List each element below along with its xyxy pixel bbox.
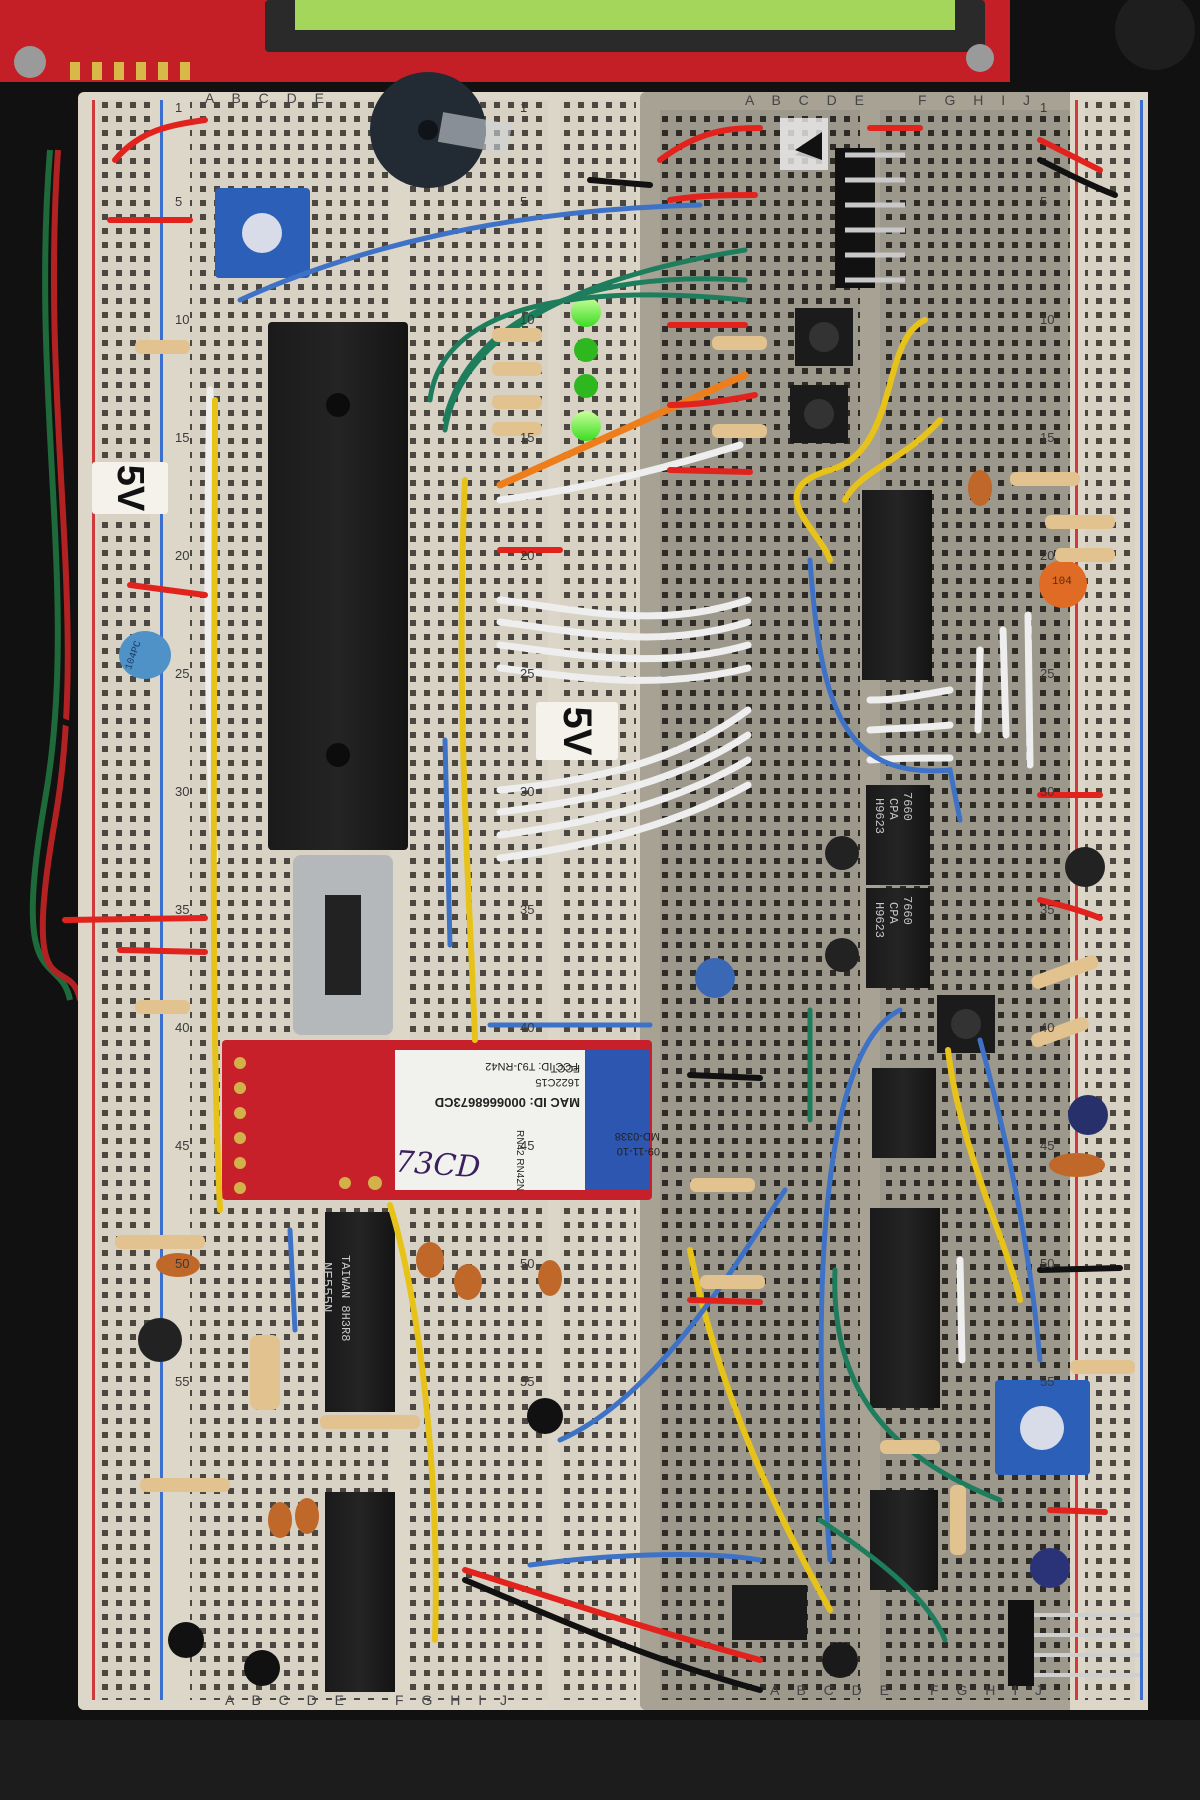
row-number-label: 10 [520,312,535,328]
transistor [822,1642,858,1678]
row-number-label: 55 [1040,1374,1055,1390]
column-letters-top-right: A B C D E [745,92,872,108]
ic-right-bottom [870,1490,938,1590]
blue-capacitor [119,631,171,679]
ic-7660-top-marking-1: 7660 [900,792,914,821]
ic-right-lower [870,1208,940,1408]
breadboard-center [548,92,648,1710]
row-number-label: 40 [175,1020,190,1036]
bluetooth-breakout [222,1040,652,1200]
ceramic-capacitor [1039,560,1087,608]
ne555-marking-2: NE555N [318,1262,334,1313]
bt-mac-id: MAC ID: 0006668673CD [434,1095,580,1110]
connector [732,1585,807,1640]
row-number-label: 35 [1040,902,1055,918]
row-number-label: 35 [520,902,535,918]
bt-date: 09-11-10 [616,1145,660,1157]
led-column [571,297,601,441]
row-number-label: 5 [520,194,528,210]
column-letters-bottom-mid: F G H I J [395,1692,514,1708]
row-number-label: 10 [1040,312,1055,328]
electrolytic-capacitors [138,836,1108,1686]
column-letters-bottom-left: A B C D E [225,1692,352,1708]
push-buttons [790,308,995,1053]
bt-fcct: FCCT [550,1062,580,1074]
column-letters-top-left: A B C D E [205,90,332,106]
ic-7660-bottom [866,888,930,988]
label-5v-left: 5V [92,462,168,514]
bt-model: RN42 RN42N [514,1130,525,1192]
row-number-label: 30 [520,784,535,800]
ic-right-mid [872,1068,936,1158]
microcontroller-chip [268,322,408,850]
row-number-label: 50 [175,1256,190,1272]
knob [1115,0,1195,70]
row-number-label: 55 [175,1374,190,1390]
row-number-label: 45 [1040,1138,1055,1154]
ic-ne555 [325,1212,395,1412]
column-letters-bottom-right: A B C D E [770,1682,897,1698]
row-number-label: 15 [1040,430,1055,446]
row-number-label: 1 [175,100,183,115]
row-number-label: 30 [175,784,190,800]
pin-header [835,148,905,288]
ic-7660-bottom-marking-2: CPA [886,902,900,924]
column-letters-top-right2: F G H I J [918,92,1037,108]
row-number-label: 20 [520,548,535,564]
ne555-marking-1: TAIWAN 8H3R8 [338,1255,352,1342]
row-number-label: 15 [520,430,535,446]
ic-left-bottom [325,1492,395,1692]
ceramic-cap-marking: 104 [1052,576,1072,588]
ic-7660-bottom-marking-3: H9623 [872,902,886,939]
row-number-label: 50 [1040,1256,1055,1272]
ic-7660-top-marking-2: CPA [886,798,900,820]
ic-right-upper [862,490,932,680]
header-pins-bottom [1030,1613,1140,1677]
row-number-label: 45 [520,1138,535,1154]
ic-7660-bottom-marking-1: 7660 [900,896,914,925]
row-number-label: 25 [175,666,190,682]
ic-7660-top [866,785,930,885]
row-number-label: 25 [1040,666,1055,682]
row-number-label: 5 [175,194,183,210]
ic-7660-top-marking-3: H9623 [872,798,886,835]
row-number-label: 35 [175,902,190,918]
breadboard-right [640,92,1148,1710]
bt-handwritten-label: 73CD [394,1144,482,1186]
row-number-label: 40 [520,1020,535,1036]
row-number-label: 1 [1040,100,1048,115]
row-number-label: 5 [1040,194,1048,210]
row-number-label: 55 [520,1374,535,1390]
lcd-board [0,0,1010,82]
jumper-wires [62,117,1123,1693]
column-letters-bottom-right2: F G H I J [930,1682,1049,1698]
row-number-label: 40 [1040,1020,1055,1036]
row-number-label: 20 [175,548,190,564]
row-number-label: 20 [1040,548,1055,564]
row-number-label: 10 [175,312,190,328]
resistors [115,328,1135,1555]
bt-batch: 1622C15 [535,1076,580,1088]
row-number-label: 45 [175,1138,190,1154]
row-number-label: 25 [520,666,535,682]
small-capacitors [156,470,1105,1538]
row-number-label: 30 [1040,784,1055,800]
row-number-label: 15 [175,430,190,446]
label-5v-center: 5V [536,702,618,760]
row-number-label: 50 [520,1256,535,1272]
row-number-label: 1 [520,100,528,115]
bt-md-number: MD-0338 [614,1130,660,1142]
